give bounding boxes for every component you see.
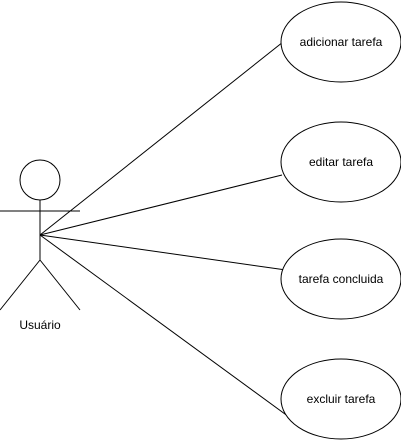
- use-case-tarefa-concluida[interactable]: tarefa concluida: [280, 238, 401, 320]
- actor-figure[interactable]: [0, 159, 81, 311]
- association-lines: [39, 41, 301, 426]
- use-case-label: editar tarefa: [309, 155, 373, 169]
- association-line-excluir-tarefa: [39, 234, 301, 426]
- use-case-ellipse: [280, 358, 401, 440]
- use-case-ellipse: [280, 1, 401, 83]
- use-case-ellipse: [280, 238, 401, 320]
- use-case-excluir-tarefa[interactable]: excluir tarefa: [280, 358, 401, 440]
- actor-label: Usuário: [19, 318, 61, 332]
- use-case-adicionar-tarefa[interactable]: adicionar tarefa: [280, 1, 401, 83]
- association-line-adicionar-tarefa: [39, 41, 284, 236]
- use-case-label: adicionar tarefa: [300, 35, 383, 49]
- use-case-editar-tarefa[interactable]: editar tarefa: [280, 121, 401, 203]
- association-line-editar-tarefa: [39, 174, 283, 236]
- association-line-tarefa-concluida: [39, 234, 287, 271]
- actor-left-leg: [0, 259, 41, 311]
- use-case-ellipse: [280, 121, 401, 203]
- actor-right-leg: [39, 259, 81, 311]
- use-case-label: tarefa concluida: [299, 272, 384, 286]
- use-case-label: excluir tarefa: [307, 392, 376, 406]
- actor-head: [19, 159, 61, 201]
